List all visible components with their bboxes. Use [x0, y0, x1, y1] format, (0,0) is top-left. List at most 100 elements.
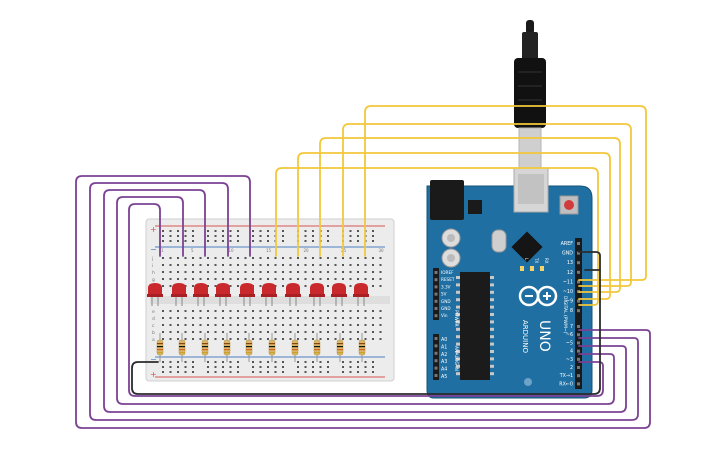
digital-pin-label: TX→1: [559, 373, 573, 379]
rail-minus-bottom: −: [150, 355, 157, 364]
digital-pin-label: AREF: [561, 241, 574, 247]
analog-pin-label: A2: [441, 352, 447, 358]
analog-pin-label: A0: [441, 337, 447, 343]
arduino-logo: [518, 285, 558, 307]
rail-plus-top: +: [150, 225, 157, 234]
power-pin-label: RESET: [441, 277, 455, 282]
digital-pin-label: ~3: [566, 357, 573, 363]
led-5: [239, 283, 255, 306]
led-3: [193, 283, 209, 306]
resistor-6: [268, 333, 276, 362]
led-7: [285, 283, 301, 306]
purple-wire: [89, 182, 639, 421]
indicator-led: [530, 266, 534, 271]
row-letter: b: [152, 330, 155, 336]
indicator-led: [520, 266, 524, 271]
resistor-4: [223, 333, 231, 362]
purple-wire: [75, 175, 651, 429]
resistor-2: [178, 333, 186, 362]
yellow-wire: [275, 167, 599, 306]
usb-cable[interactable]: [514, 20, 546, 169]
digital-pin-label: 12: [567, 270, 573, 276]
analog-header-label: ANALOG IN: [453, 346, 459, 371]
resistor-7: [291, 333, 299, 362]
resistor-3: [201, 333, 209, 362]
analog-pin-label: A5: [441, 374, 447, 380]
row-letter: i: [152, 263, 153, 269]
power-pin-label: IOREF: [441, 270, 454, 275]
resistor-5: [245, 333, 253, 362]
row-letter: e: [152, 310, 155, 315]
power-pin-label: GND: [441, 299, 451, 304]
yellow-wire: [342, 123, 632, 287]
power-jack: [430, 180, 464, 220]
power-header-label: POWER: [453, 310, 459, 327]
yellow-wire: [297, 152, 611, 300]
purple-wire: [103, 189, 627, 413]
ground-wire: [131, 251, 601, 395]
analog-pin-label: A4: [441, 367, 447, 373]
digital-header-label: DIGITAL (PWM~): [562, 296, 568, 334]
yellow-wire: [319, 137, 621, 293]
power-pin-label: GND: [441, 306, 451, 311]
indicator-label: RX: [544, 258, 549, 264]
led-8: [309, 283, 325, 306]
row-letter: j: [151, 256, 153, 262]
digital-pin-label: ~10: [563, 289, 573, 295]
rail-minus-top: −: [150, 245, 157, 254]
led-9: [331, 283, 347, 306]
resistor-9: [336, 333, 344, 362]
column-number: 10: [229, 248, 235, 253]
digital-pin-label: ~5: [566, 340, 573, 346]
breadboard-holes: [162, 230, 382, 373]
model-label: UNO: [536, 320, 552, 352]
power-pin-label: Vin: [441, 313, 448, 318]
digital-pin-label: ~9: [566, 299, 573, 305]
led-4: [215, 283, 231, 306]
row-letter: g: [152, 278, 155, 283]
resistor-1: [156, 333, 164, 362]
analog-pin-label: A1: [441, 344, 447, 350]
power-pin-label: 3.3V: [441, 284, 451, 289]
digital-pin-label: 7: [570, 324, 573, 330]
led-10: [353, 283, 369, 306]
indicator-label: L: [524, 258, 529, 261]
row-letter: c: [152, 324, 155, 329]
column-number: 1: [161, 248, 164, 253]
digital-pin-label: 13: [567, 260, 573, 266]
digital-pin-label: ~6: [566, 332, 573, 338]
power-pin-label: 5V: [441, 292, 447, 297]
resistor-8: [313, 333, 321, 362]
wires: [75, 105, 651, 429]
arduino-uno-board[interactable]: ARDUINO UNO L TX RX POWER ANALOG IN DIGITA…: [426, 167, 593, 399]
atmega-chip: [460, 272, 490, 380]
digital-pin-label: RX←0: [559, 381, 573, 387]
components: [147, 283, 369, 362]
column-number: 20: [304, 248, 310, 253]
led-6: [261, 283, 277, 306]
column-number: 5: [191, 248, 194, 253]
indicator-label: TX: [534, 257, 539, 263]
digital-pin-label: ~11: [563, 279, 573, 285]
led-1: [147, 283, 163, 306]
column-number: 30: [379, 248, 385, 253]
digital-pin-label: 8: [570, 308, 573, 314]
digital-pin-label: GND: [562, 251, 573, 257]
digital-pin-label: 4: [570, 349, 573, 355]
indicator-led: [540, 266, 544, 271]
purple-wire: [128, 203, 604, 397]
analog-pin-label: A3: [441, 359, 447, 365]
row-letter: h: [152, 270, 155, 276]
column-number: 15: [266, 248, 272, 253]
row-letter: d: [152, 316, 155, 322]
digital-pin-label: 2: [570, 365, 573, 371]
resistor-10: [358, 333, 366, 362]
brand-label: ARDUINO: [521, 320, 529, 353]
purple-wire: [116, 196, 615, 405]
rail-plus-bottom: +: [150, 370, 157, 379]
led-2: [171, 283, 187, 306]
yellow-wire: [364, 105, 647, 281]
